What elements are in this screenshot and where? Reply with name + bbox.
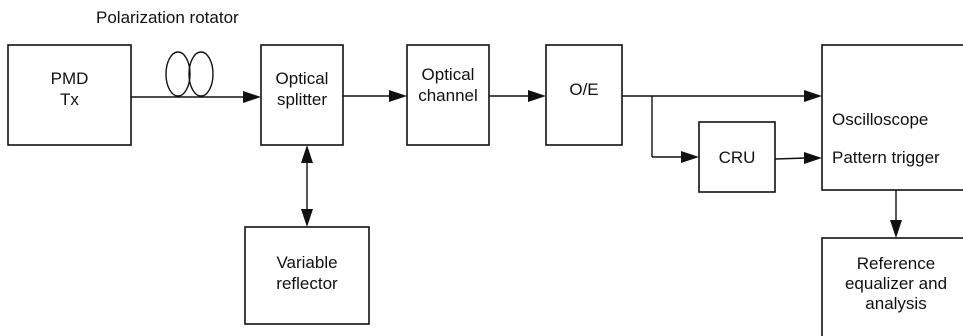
variable-reflector-label-line1: Variable	[276, 253, 337, 272]
oscilloscope-label: Oscilloscope	[832, 110, 928, 129]
pmd-tx-block: PMD Tx	[7, 44, 132, 146]
cru-to-trigger-arrowhead	[804, 152, 822, 164]
reference-equalizer-label-line2: equalizer and	[845, 274, 947, 293]
optical-splitter-label-line2: splitter	[277, 90, 327, 109]
oe-to-oscilloscope-arrowhead	[804, 90, 822, 102]
oscilloscope-to-equalizer-arrowhead	[890, 220, 902, 238]
pmd-tx-label-line1: PMD	[51, 69, 89, 88]
pmd-tx-label-line2: Tx	[60, 90, 79, 109]
optical-splitter-block: Optical splitter	[260, 44, 344, 146]
splitter-reflector-arrowhead-down	[301, 209, 313, 227]
optical-channel-label-line1: Optical	[422, 65, 475, 84]
cru-label: CRU	[719, 148, 756, 167]
polarization-rotator-label: Polarization rotator	[96, 8, 239, 27]
splitter-to-channel-arrowhead	[389, 90, 407, 102]
optical-splitter-label-line1: Optical	[276, 69, 329, 88]
variable-reflector-label-line2: reflector	[276, 274, 338, 293]
oe-block: O/E	[545, 44, 623, 146]
optical-channel-block: Optical channel	[406, 44, 490, 146]
variable-reflector-block: Variable reflector	[244, 226, 370, 325]
reference-equalizer-label-line1: Reference	[857, 254, 935, 273]
cru-to-trigger-line	[774, 157, 807, 160]
pmd-to-splitter-arrowhead	[243, 91, 261, 103]
splitter-reflector-arrowhead-up	[301, 145, 313, 163]
channel-to-oe-arrowhead	[528, 90, 546, 102]
reference-equalizer-label-line3: analysis	[865, 294, 926, 313]
optical-channel-label-line2: channel	[418, 86, 478, 105]
cru-block: CRU	[698, 121, 776, 193]
oe-to-cru-arrowhead	[681, 151, 699, 163]
reference-equalizer-block: Reference equalizer and analysis	[821, 237, 963, 336]
polarization-rotator-icon	[165, 51, 214, 97]
pattern-trigger-label: Pattern trigger	[832, 148, 940, 167]
oscilloscope-block: Oscilloscope Pattern trigger	[821, 44, 963, 191]
oe-label: O/E	[569, 80, 598, 99]
